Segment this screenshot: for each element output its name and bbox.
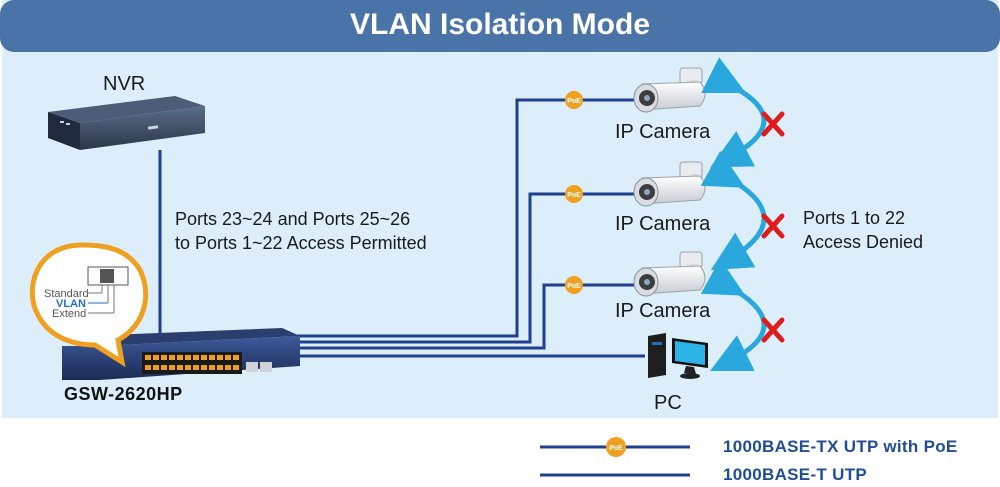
camera3-cable [295,283,640,350]
poe-badge-3 [565,276,583,294]
poe-badge-2 [565,185,583,203]
camera-1-icon [633,67,706,113]
cables [158,98,645,358]
permitted-note-line1: Ports 23~24 and Ports 25~26 [175,209,411,229]
denied-note-line2: Access Denied [803,232,924,252]
permitted-note-line2: to Ports 1~22 Access Permitted [175,233,427,253]
deny-x-marks [761,111,785,343]
poe-badge-text-3: PoE [567,283,581,290]
dip-extend-label: Extend [52,308,87,320]
camera-1-label: IP Camera [615,121,711,143]
poe-badge-text-1: PoE [567,98,581,105]
pc-icon [648,333,708,379]
deny-x-1 [761,111,785,137]
camera-2-label: IP Camera [615,213,711,235]
pc-label: PC [654,392,682,414]
legend-poe-badge [606,437,626,457]
denied-note-line1: Ports 1 to 22 [803,208,906,228]
deny-arrow-1 [701,57,767,168]
legend-poe-badge-text: PoE [609,445,623,452]
nvr-icon [48,96,205,150]
diagram-title: VLAN Isolation Mode [350,8,650,41]
title-bar [0,0,1000,52]
legend-plain-text: 1000BASE-T UTP [723,465,868,484]
deny-arrows [700,57,767,371]
poe-badges [565,91,583,294]
deny-arrow-3 [700,258,767,371]
poe-badge-1 [565,91,583,109]
dip-standard-label: Standard [44,288,89,300]
camera-3-icon [633,251,706,297]
camera2-cable [295,192,640,344]
switch-model-label: GSW-2620HP [64,384,183,404]
legend-poe-text: 1000BASE-TX UTP with PoE [723,437,958,456]
dip-vlan-label: VLAN [56,298,86,310]
deny-x-2 [761,213,785,239]
dip-switch-callout [29,242,149,368]
deny-arrow-2 [700,150,767,271]
camera-3-label: IP Camera [615,300,711,322]
nvr-label: NVR [103,73,146,95]
deny-x-3 [761,317,785,343]
poe-badge-text-2: PoE [567,192,581,199]
camera-2-icon [633,161,706,207]
